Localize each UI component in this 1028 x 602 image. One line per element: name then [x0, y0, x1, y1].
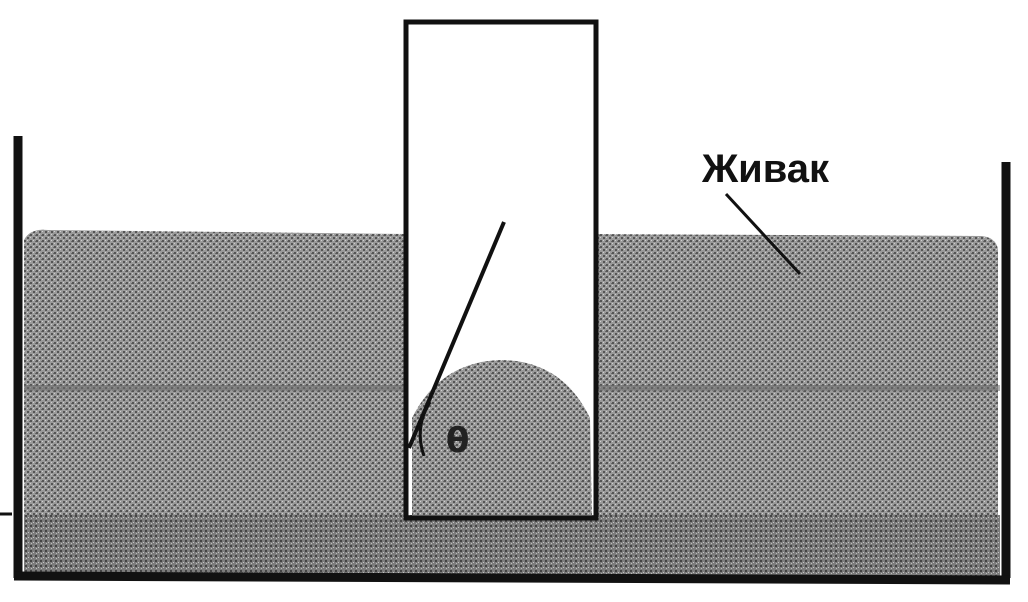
mercury-bottom-band — [24, 515, 1000, 577]
mercury-shade-band — [24, 385, 408, 391]
mercury-meniscus — [412, 360, 592, 520]
contact-angle-arc — [418, 401, 432, 457]
mercury-left-region — [24, 229, 408, 520]
contact-angle-symbol: θ — [446, 421, 469, 461]
vessel-bottom — [13, 571, 1011, 585]
liquid-label: Живак — [701, 147, 830, 191]
capillary-tube — [403, 19, 599, 521]
mercury-shade-band-right — [596, 385, 1000, 391]
liquid-label-leader — [724, 192, 802, 276]
mercury-right-region — [596, 234, 998, 520]
